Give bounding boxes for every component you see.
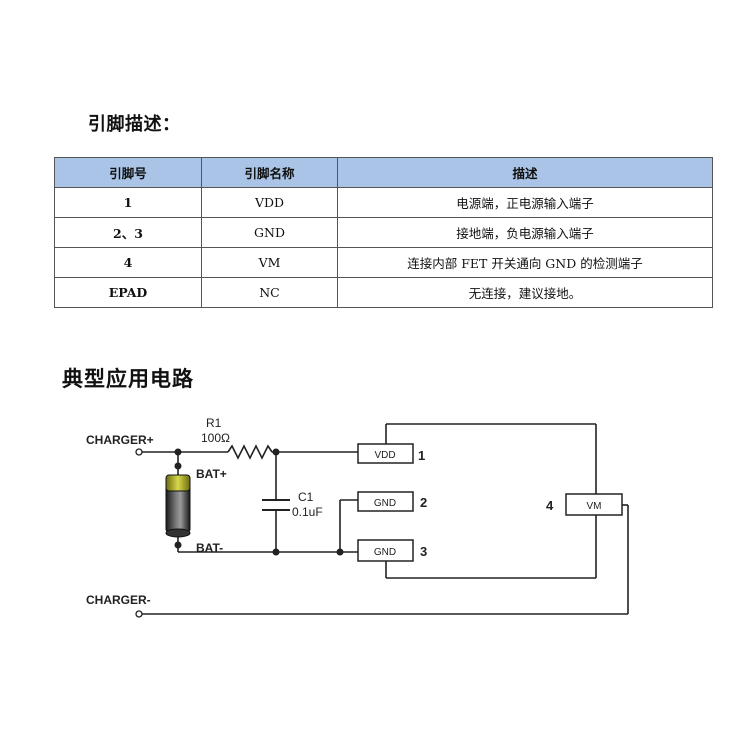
chip-pin-vm-number: 4: [546, 498, 554, 513]
chip-pin-gnd3-label: GND: [374, 547, 396, 558]
chip-pin-vm-box: [565, 493, 623, 516]
chip-pin-gnd3-box: [357, 539, 414, 562]
table-row: 2、3 GND 接地端，负电源输入端子: [54, 217, 713, 248]
pin-description-heading: 引脚描述：: [88, 114, 181, 135]
pin-table: 引脚号 引脚名称 描述 1 VDD 电源端，正电源输入端子 2、3 GND 接地…: [54, 157, 713, 308]
table-row: EPAD NC 无连接，建议接地。: [54, 277, 713, 308]
pin-number-cell: 2、3: [54, 217, 202, 248]
resistor-value-label: 100Ω: [201, 431, 230, 445]
battery-icon: [165, 474, 191, 538]
application-circuit-heading: 典型应用电路: [62, 367, 194, 391]
pin-description-cell: 接地端，负电源输入端子: [337, 217, 713, 248]
header-pin-name: 引脚名称: [201, 157, 338, 188]
pin-description-cell: 无连接，建议接地。: [337, 277, 713, 308]
chip-pin-gnd2-label: GND: [374, 498, 396, 509]
pin-name-cell: NC: [201, 277, 338, 308]
junction-dot: [174, 541, 182, 549]
junction-dot: [174, 462, 182, 470]
chip-pin-gnd2-number: 2: [420, 495, 427, 510]
junction-dot: [272, 448, 280, 456]
chip-pin-vm-label: VM: [587, 501, 602, 512]
pin-number-cell: EPAD: [54, 277, 202, 308]
battery-negative-label: BAT-: [196, 541, 223, 555]
chip-pin-gnd3-number: 3: [420, 544, 427, 559]
chip-pin-vdd-label: VDD: [374, 450, 395, 461]
capacitor-value-label: 0.1uF: [292, 505, 323, 519]
battery-positive-label: BAT+: [196, 467, 227, 481]
pin-description-cell: 电源端，正电源输入端子: [337, 187, 713, 218]
table-header-row: 引脚号 引脚名称 描述: [54, 157, 713, 188]
charger-negative-terminal: [135, 610, 143, 618]
pin-name-cell: VM: [201, 247, 338, 278]
resistor-name-label: R1: [206, 416, 222, 430]
chip-pin-vdd-box: [357, 443, 414, 464]
junction-dot: [174, 448, 182, 456]
chip-pin-gnd2-box: [357, 491, 414, 512]
header-description: 描述: [337, 157, 713, 188]
junction-dot: [272, 548, 280, 556]
chip-pin-vdd-number: 1: [418, 448, 425, 463]
junction-dot: [336, 548, 344, 556]
capacitor-name-label: C1: [298, 490, 314, 504]
charger-positive-terminal: [135, 448, 143, 456]
table-row: 4 VM 连接内部 FET 开关通向 GND 的检测端子: [54, 247, 713, 278]
circuit-wires: [142, 423, 629, 615]
table-row: 1 VDD 电源端，正电源输入端子: [54, 187, 713, 218]
pin-description-cell: 连接内部 FET 开关通向 GND 的检测端子: [337, 247, 713, 278]
charger-negative-label: CHARGER-: [86, 593, 151, 607]
charger-positive-label: CHARGER+: [86, 433, 154, 447]
resistor-symbol: [227, 444, 273, 460]
pin-name-cell: VDD: [201, 187, 338, 218]
